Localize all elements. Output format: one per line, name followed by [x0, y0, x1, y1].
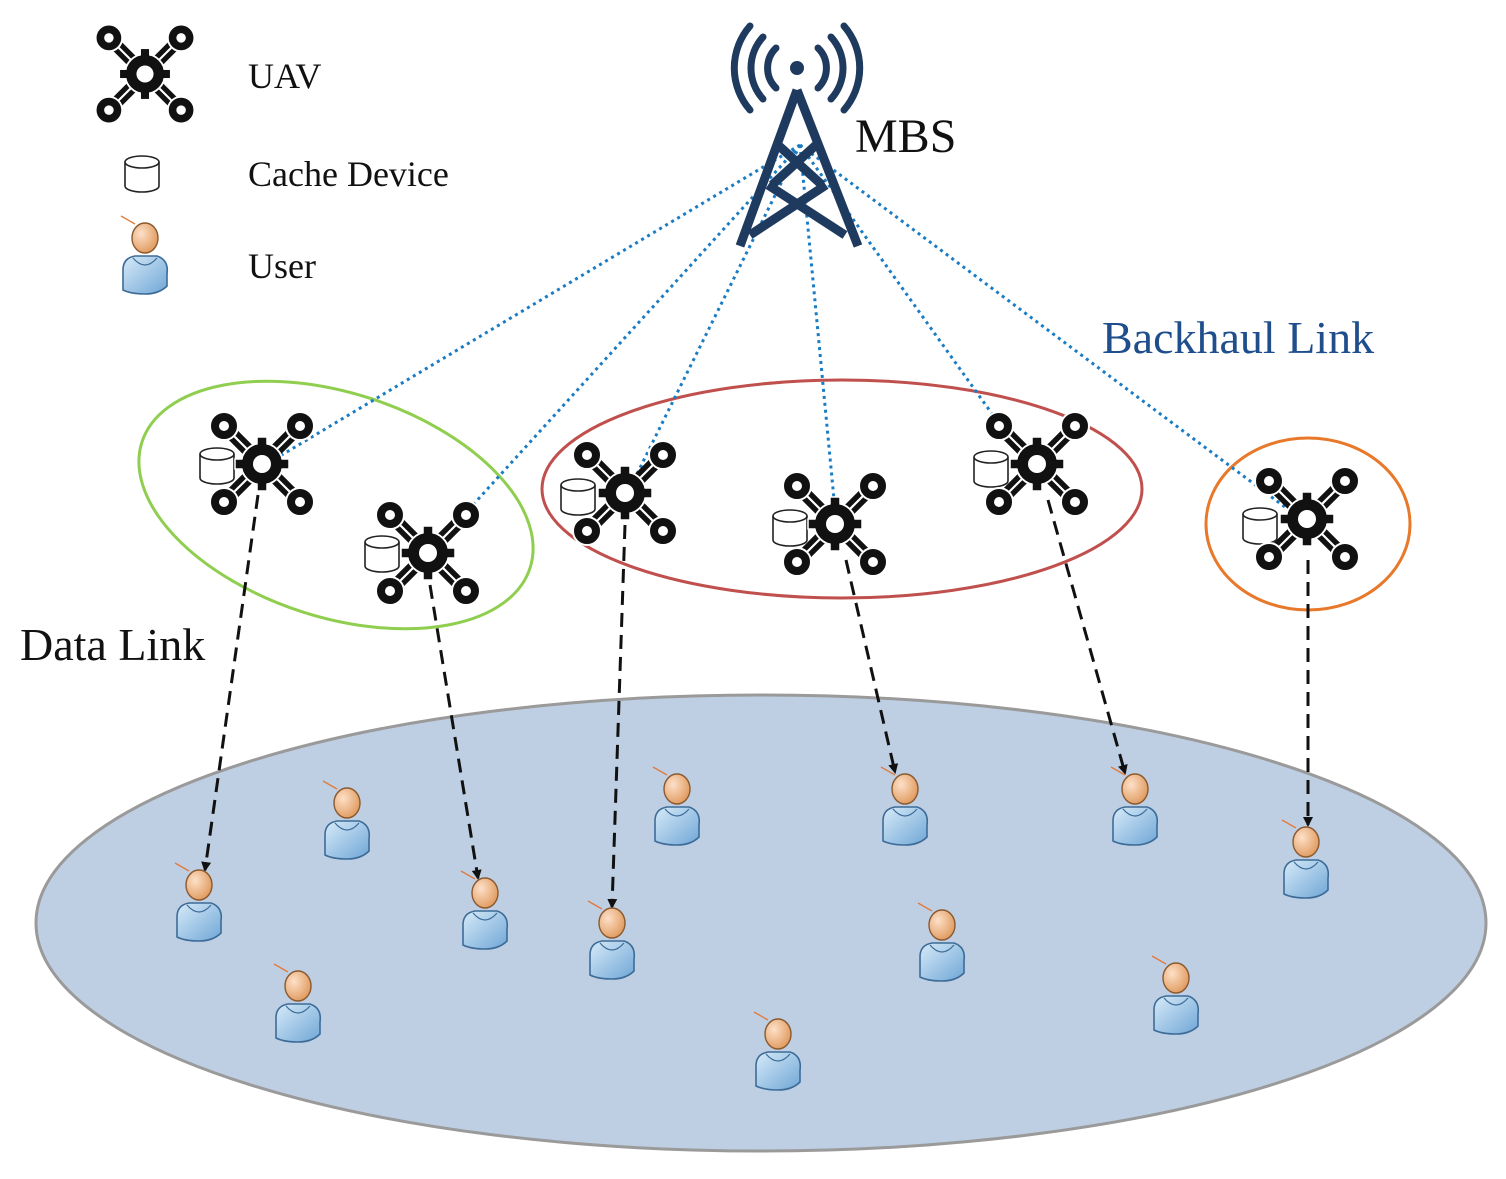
backhaul-link: [799, 143, 1307, 524]
cylinder-icon: [124, 155, 160, 193]
data-link-label: Data Link: [20, 619, 206, 670]
data-link: [201, 494, 260, 872]
backhaul-link: [430, 143, 802, 552]
uav-3: [560, 441, 677, 545]
cluster-red: [540, 378, 1144, 600]
data-links: [201, 494, 1313, 909]
uav-group: [199, 412, 1359, 605]
legend-icons: [96, 25, 195, 295]
legend-uav-label: UAV: [248, 56, 322, 96]
backhaul-link: [626, 144, 802, 494]
legend-user-label: User: [248, 246, 316, 286]
data-link: [1046, 499, 1128, 775]
person-icon: [120, 215, 169, 295]
mbs-label: MBS: [855, 110, 957, 163]
uav-5: [973, 412, 1089, 516]
uav-6: [1242, 467, 1359, 571]
uav-4: [772, 472, 887, 576]
cell-tower-icon: [730, 22, 864, 248]
data-link: [844, 559, 899, 774]
legend-cache-label: Cache Device: [248, 154, 449, 194]
backhaul-link: [263, 143, 801, 467]
data-link: [607, 524, 627, 909]
uav-2: [364, 501, 480, 605]
drone-icon: [96, 25, 195, 124]
cluster-green: [137, 379, 535, 631]
data-link: [428, 584, 482, 880]
backhaul-link-label: Backhaul Link: [1102, 312, 1375, 363]
